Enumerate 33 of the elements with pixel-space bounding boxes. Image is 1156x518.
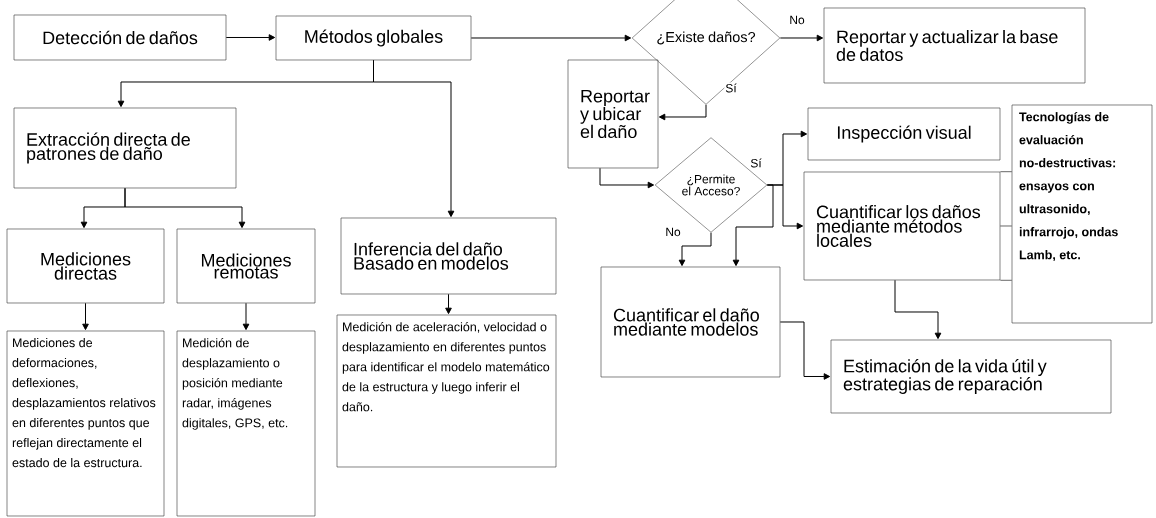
process-box: Métodos globales bbox=[275, 15, 472, 61]
edge-label: Sí bbox=[749, 157, 763, 169]
arrow bbox=[658, 104, 707, 121]
process-box: Cuantificar los daños mediante métodos locales bbox=[803, 171, 1001, 281]
process-box: Extracción directa de patrones de daño bbox=[13, 107, 237, 189]
process-box: Mediciones directas bbox=[6, 228, 165, 304]
arrow bbox=[373, 59, 455, 218]
description-box: Medición de desplazamiento o posición mediante radar, imágenes digitales, GPS, etc. bbox=[176, 330, 316, 517]
arrow bbox=[779, 321, 831, 380]
edge-label: Sí bbox=[724, 82, 738, 94]
arrow bbox=[445, 293, 452, 315]
process-box: Reportar y ubicar el daño bbox=[567, 59, 659, 169]
process-box: Mediciones remotas bbox=[176, 228, 316, 304]
description-box: Mediciones de deformaciones, deflexiones, desplazamientos relativos en diferentes puntos que reflejan directamente el estado de la estructura. bbox=[6, 330, 165, 517]
process-box: Inspección visual bbox=[807, 107, 1001, 161]
arrow bbox=[678, 232, 712, 267]
process-box: Inferencia del daño Basado en modelos bbox=[340, 217, 557, 295]
description-box: Medición de aceleración, velocidad o desplazamiento en diferentes puntos para identificar el modelo matemático de la estructura y luego inferir el daño. bbox=[336, 314, 557, 468]
description-box: Tecnologías de evaluación no-destructivas: ensayos con ultrasonido, infrarrojo, ondas Lamb, etc. bbox=[1011, 104, 1153, 324]
arrow bbox=[470, 34, 632, 42]
arrow bbox=[732, 184, 774, 267]
arrow bbox=[225, 34, 276, 41]
edge-label: No bbox=[788, 14, 806, 26]
process-box: Reportar y actualizar la base de datos bbox=[823, 7, 1086, 84]
arrow bbox=[779, 34, 824, 42]
arrow bbox=[242, 302, 250, 331]
process-box: Cuantificar el daño mediante modelos bbox=[600, 266, 781, 378]
arrow bbox=[82, 302, 89, 331]
arrow bbox=[599, 167, 655, 189]
arrow bbox=[894, 279, 942, 340]
process-box: Estimación de la vida útil y estrategias de reparación bbox=[830, 339, 1112, 414]
process-box: Detección de daños bbox=[13, 14, 227, 61]
arrow bbox=[124, 187, 246, 229]
